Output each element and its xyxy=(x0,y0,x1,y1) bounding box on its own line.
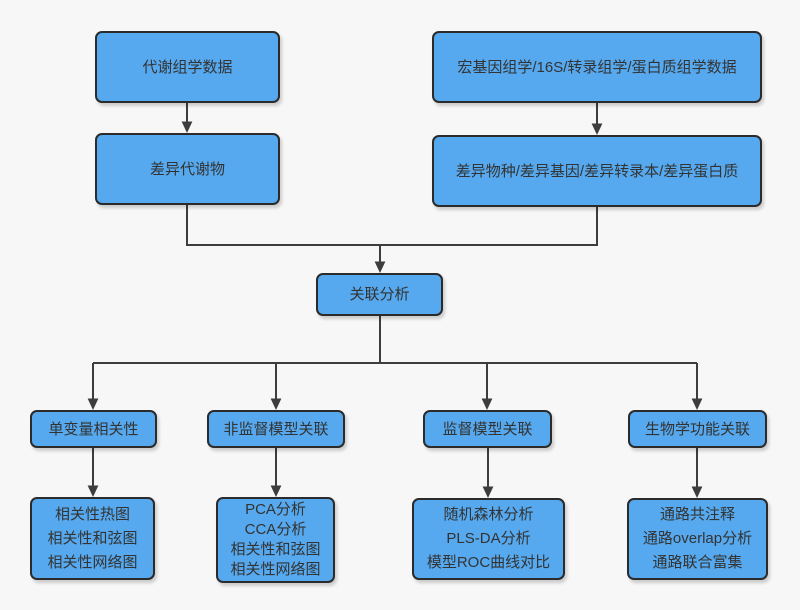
arrowhead-unsupervised-outputs xyxy=(270,485,282,497)
node-line: 相关性网络图 xyxy=(47,553,138,571)
node-label: 单变量相关性 xyxy=(48,420,139,438)
arrowhead-biofunction xyxy=(691,398,703,410)
arrowhead-unsupervised xyxy=(270,398,282,410)
node-diff-features: 差异物种/差异基因/差异转录本/差异蛋白质 xyxy=(432,135,762,207)
node-label: 宏基因组学/16S/转录组学/蛋白质组学数据 xyxy=(457,58,737,76)
node-diff-metabolites: 差异代谢物 xyxy=(95,133,280,205)
node-line: 模型ROC曲线对比 xyxy=(426,554,551,571)
node-label: 监督模型关联 xyxy=(442,420,533,438)
node-supervised-outputs: 随机森林分析 PLS-DA分析 模型ROC曲线对比 xyxy=(412,498,565,580)
node-line: PCA分析 xyxy=(245,501,306,518)
node-biofunction-outputs: 通路共注释 通路overlap分析 通路联合富集 xyxy=(627,498,768,580)
node-label: 关联分析 xyxy=(349,286,410,303)
node-unsupervised-model: 非监督模型关联 xyxy=(207,410,345,448)
node-line: PLS-DA分析 xyxy=(446,530,531,547)
edge-merge-bar xyxy=(186,204,598,246)
node-label: 代谢组学数据 xyxy=(142,58,233,76)
node-line: 通路overlap分析 xyxy=(642,530,753,547)
node-label: 生物学功能关联 xyxy=(644,420,750,438)
node-association-analysis: 关联分析 xyxy=(316,273,443,316)
node-line: 相关性和弦图 xyxy=(230,541,321,558)
node-label: 差异代谢物 xyxy=(149,160,225,178)
node-label: 差异物种/差异基因/差异转录本/差异蛋白质 xyxy=(455,162,739,180)
arrowhead-supervised xyxy=(481,398,493,410)
node-multi-omics-data: 宏基因组学/16S/转录组学/蛋白质组学数据 xyxy=(432,31,762,103)
arrowhead-diffmetabolites xyxy=(181,121,193,133)
arrowhead-difffeatures xyxy=(591,123,603,135)
arrowhead-univariate-outputs xyxy=(87,485,99,497)
node-line: 相关性网络图 xyxy=(230,561,321,578)
node-biological-function: 生物学功能关联 xyxy=(628,410,767,448)
node-univariate-outputs: 相关性热图 相关性和弦图 相关性网络图 xyxy=(30,497,155,580)
node-univariate-correlation: 单变量相关性 xyxy=(30,410,157,448)
node-line: 通路共注释 xyxy=(659,506,735,523)
node-line: CCA分析 xyxy=(244,521,307,538)
arrowhead-supervised-outputs xyxy=(482,486,494,498)
node-line: 相关性热图 xyxy=(54,505,130,523)
node-unsupervised-outputs: PCA分析 CCA分析 相关性和弦图 相关性网络图 xyxy=(216,497,335,583)
arrowhead-association xyxy=(374,261,386,273)
arrowhead-univariate xyxy=(87,398,99,410)
node-line: 通路联合富集 xyxy=(652,554,743,571)
node-line: 相关性和弦图 xyxy=(47,529,138,547)
arrowhead-biofunction-outputs xyxy=(691,486,703,498)
node-metabolomics-data: 代谢组学数据 xyxy=(95,31,280,103)
node-line: 随机森林分析 xyxy=(443,506,534,523)
node-supervised-model: 监督模型关联 xyxy=(423,410,552,448)
node-label: 非监督模型关联 xyxy=(223,420,329,438)
